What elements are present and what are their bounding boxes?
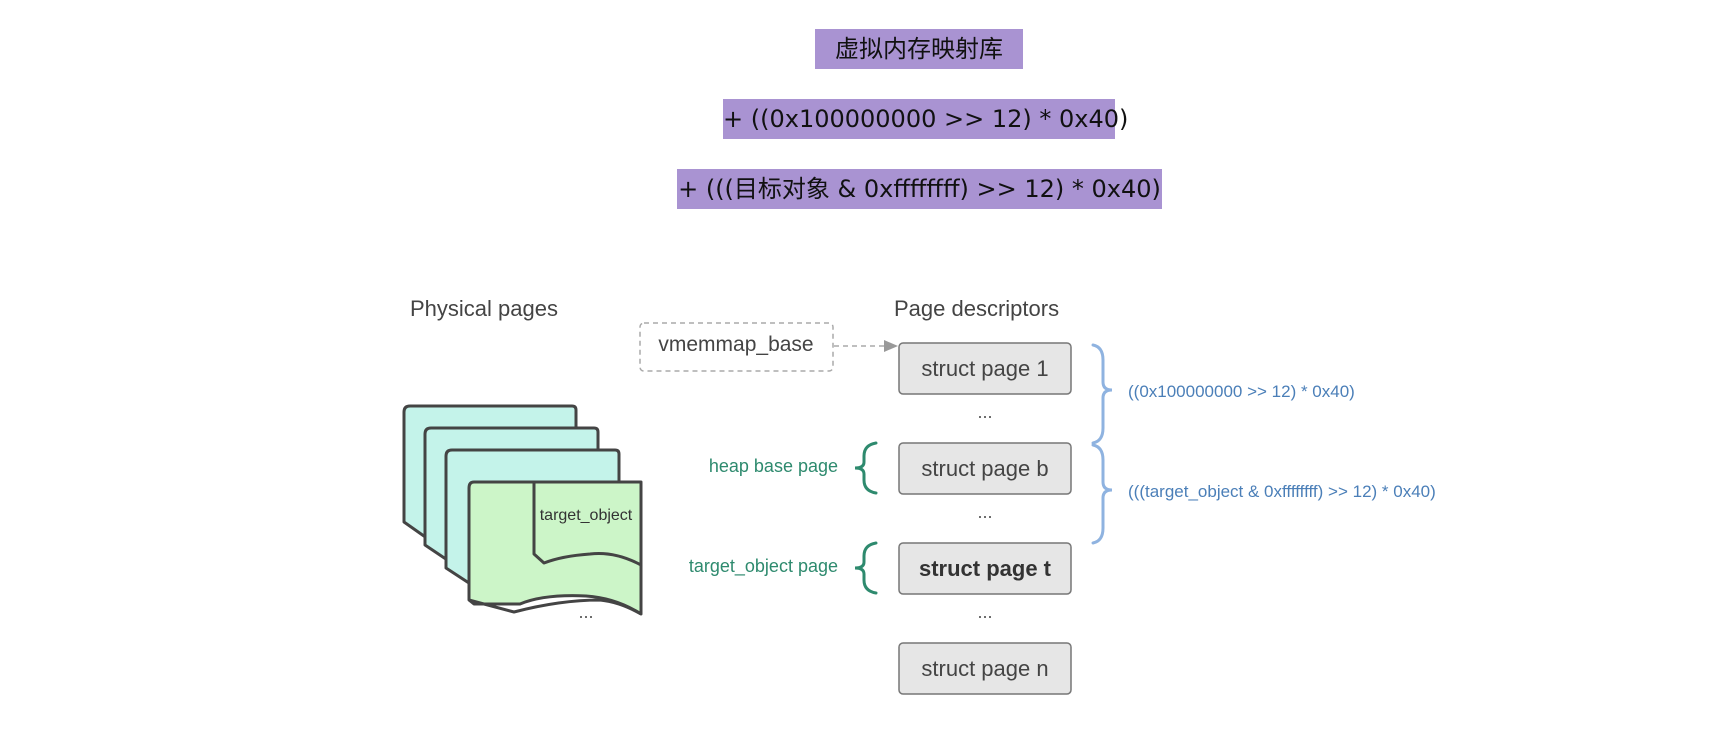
struct-page-n-box <box>898 642 1072 695</box>
struct-page-1-box <box>898 342 1072 395</box>
ellipsis-2: ... <box>977 502 992 522</box>
physical-pages-stack <box>402 404 643 616</box>
vmemmap-base-box <box>639 322 834 372</box>
struct-page-b-box <box>898 442 1072 495</box>
heap-brace-icon <box>854 441 878 495</box>
heap-base-page-label: heap base page <box>709 456 838 476</box>
target-object-text: target_object <box>540 507 633 524</box>
offset-label-1: + ((0x100000000 >> 12) * 0x40) <box>723 99 1128 139</box>
offset-label-2: + (((目标对象 & 0xffffffff) >> 12) * 0x40) <box>677 169 1162 209</box>
vmemmap-arrowhead-icon <box>884 340 898 352</box>
offset-brace-1-icon <box>1091 343 1113 445</box>
physical-pages-ellipsis: ... <box>578 602 593 622</box>
page-descriptors-title: Page descriptors <box>894 296 1059 321</box>
struct-page-b-label: struct page b <box>921 456 1048 481</box>
struct-page-t-box <box>898 542 1072 595</box>
ellipsis-3: ... <box>977 602 992 622</box>
title-label: 虚拟内存映射库 <box>815 29 1023 69</box>
struct-page-column: struct page 1 ... struct page b ... stru… <box>898 342 1072 695</box>
physical-pages-title: Physical pages <box>410 296 558 321</box>
target-object-region <box>532 480 643 567</box>
offset-brace-2-label: (((target_object & 0xffffffff) >> 12) * … <box>1128 482 1436 501</box>
struct-page-t-label: struct page t <box>919 556 1052 581</box>
offset-brace-1-label: ((0x100000000 >> 12) * 0x40) <box>1128 382 1355 401</box>
ellipsis-1: ... <box>977 402 992 422</box>
struct-page-1-label: struct page 1 <box>921 356 1048 381</box>
target-brace-icon <box>854 541 878 595</box>
offset-brace-2-icon <box>1091 443 1113 545</box>
vmemmap-base-label: vmemmap_base <box>658 333 813 356</box>
page-sheet-front-bottom <box>468 598 642 616</box>
target-object-page-label: target_object page <box>689 556 838 577</box>
struct-page-n-label: struct page n <box>921 656 1048 681</box>
